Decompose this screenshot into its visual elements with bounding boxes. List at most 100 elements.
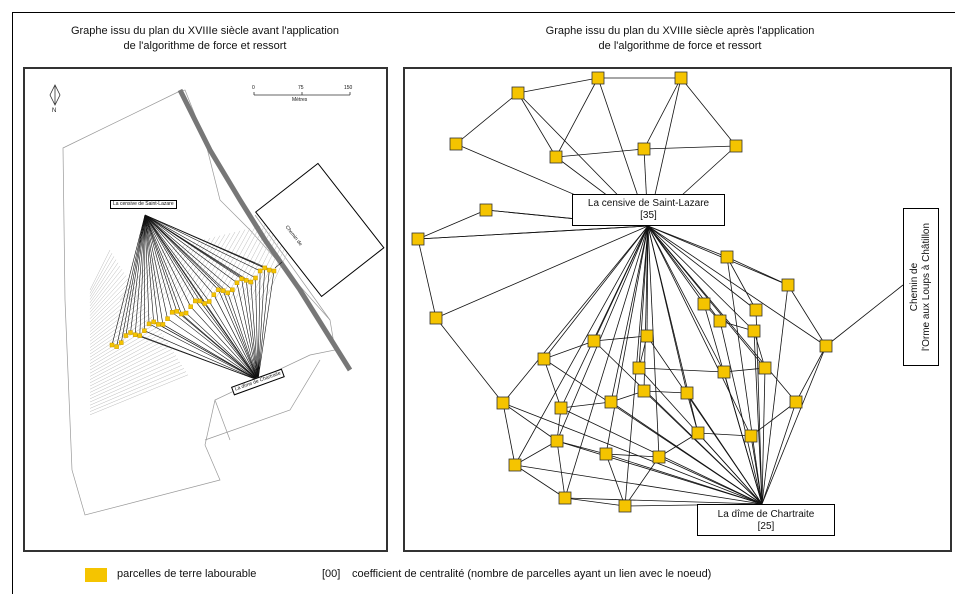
parcel-marker <box>243 278 249 283</box>
parcel-marker <box>137 333 143 338</box>
parcel-marker <box>206 299 212 304</box>
parcel-marker <box>188 304 193 309</box>
parcel-strip <box>89 374 189 416</box>
graph-edge <box>514 440 558 466</box>
parcel-marker <box>267 267 272 273</box>
parcel-strip <box>89 297 141 339</box>
graph-edge <box>543 340 595 360</box>
right-title-line2: de l'algorithme de force et ressort <box>598 40 762 52</box>
parcel-marker <box>239 276 244 281</box>
parcel-node <box>717 365 731 379</box>
parcel-marker <box>109 342 115 348</box>
right-road-line2: l'Orme aux Loups à Châtillon <box>921 222 932 352</box>
parcel-strip <box>179 235 221 301</box>
graph-edge <box>686 392 699 434</box>
graph-edge <box>593 335 648 342</box>
parcel-strip <box>89 342 169 384</box>
parcel-node <box>729 139 743 153</box>
graph-edge <box>647 225 705 305</box>
parcel-strip <box>184 234 226 301</box>
parcel-marker <box>257 268 263 274</box>
left-title-line2: de l'algorithme de force et ressort <box>123 40 287 52</box>
parcel-node <box>652 450 666 464</box>
graph-edge <box>753 330 763 505</box>
right-node-saint-lazare: La censive de Saint-Lazare [35] <box>572 194 725 226</box>
parcel-marker <box>216 287 221 292</box>
graph-edge <box>761 345 827 505</box>
parcel-strip <box>89 285 133 326</box>
parcel-node <box>558 491 572 505</box>
graph-edge <box>417 238 437 319</box>
graph-edge <box>723 371 763 505</box>
parcel-strip <box>219 225 261 301</box>
parcel-marker <box>253 275 258 281</box>
parcel-node <box>819 339 833 353</box>
parcel-node <box>587 334 601 348</box>
parcel-marker <box>169 310 175 315</box>
parcel-strip <box>89 364 183 406</box>
graph-edge <box>455 92 519 145</box>
parcel-marker <box>183 310 189 316</box>
parcel-strip <box>89 313 151 355</box>
graph-edge <box>761 401 797 505</box>
graph-edge <box>787 284 827 347</box>
graph-edge <box>556 440 607 455</box>
parcel-strip <box>89 316 153 358</box>
parcel-marker <box>151 319 156 325</box>
parcel-strip <box>89 355 177 396</box>
graph-edge <box>686 392 763 505</box>
graph-edge <box>560 401 612 409</box>
parcel-node <box>537 352 551 366</box>
parcel-strip <box>89 348 173 390</box>
parcel-node <box>749 303 763 317</box>
scale-tick-75: 75 <box>298 85 304 91</box>
parcel-marker <box>211 292 217 297</box>
parcel-node <box>591 71 605 85</box>
parcel-strip <box>174 236 216 301</box>
graph-edge <box>761 284 789 505</box>
parcel-node <box>674 71 688 85</box>
parcel-node <box>554 401 568 415</box>
parcel-node <box>637 142 651 156</box>
parcel-strip <box>89 368 185 409</box>
right-node-chartraite: La dîme de Chartraite [25] <box>697 504 835 536</box>
graph-edge <box>543 225 649 360</box>
parcel-node <box>549 150 563 164</box>
graph-edge <box>605 225 649 455</box>
parcel-marker <box>142 328 147 333</box>
parcel-strip <box>194 231 236 301</box>
graph-edge <box>643 390 688 394</box>
parcel-strip <box>89 253 113 294</box>
graph-edge <box>502 402 763 505</box>
parcel-node <box>449 137 463 151</box>
right-node-saint-lazare-value: [35] <box>640 210 657 221</box>
parcel-marker <box>132 332 138 337</box>
legend-coef-key: [00] <box>322 568 341 580</box>
parcel-marker <box>230 287 235 293</box>
graph-edge <box>643 77 682 150</box>
graph-edge <box>647 225 827 347</box>
parcel-strip <box>89 281 131 323</box>
graph-edge <box>517 77 599 94</box>
parcel-node <box>618 499 632 513</box>
parcel-strip <box>89 371 187 412</box>
parcel-node <box>429 311 443 325</box>
parcel-strip <box>89 332 163 374</box>
right-node-chartraite-label: La dîme de Chartraite <box>717 509 815 520</box>
parcel-node <box>511 86 525 100</box>
parcel-strip <box>189 233 231 301</box>
right-panel-title: Graphe issu du plan du XVIIIe siècle apr… <box>405 24 955 54</box>
left-panel <box>23 67 388 552</box>
graph-edge <box>417 225 649 240</box>
parcel-marker <box>248 279 254 285</box>
graph-edge <box>564 225 649 499</box>
graph-edge <box>555 77 599 158</box>
parcel-strip <box>234 222 276 301</box>
graph-edge <box>435 317 504 404</box>
graph-edge <box>502 225 649 404</box>
parcel-strip <box>89 291 137 332</box>
graph-edge <box>560 225 649 409</box>
graph-edge <box>825 284 904 347</box>
parcel-marker <box>160 322 166 327</box>
